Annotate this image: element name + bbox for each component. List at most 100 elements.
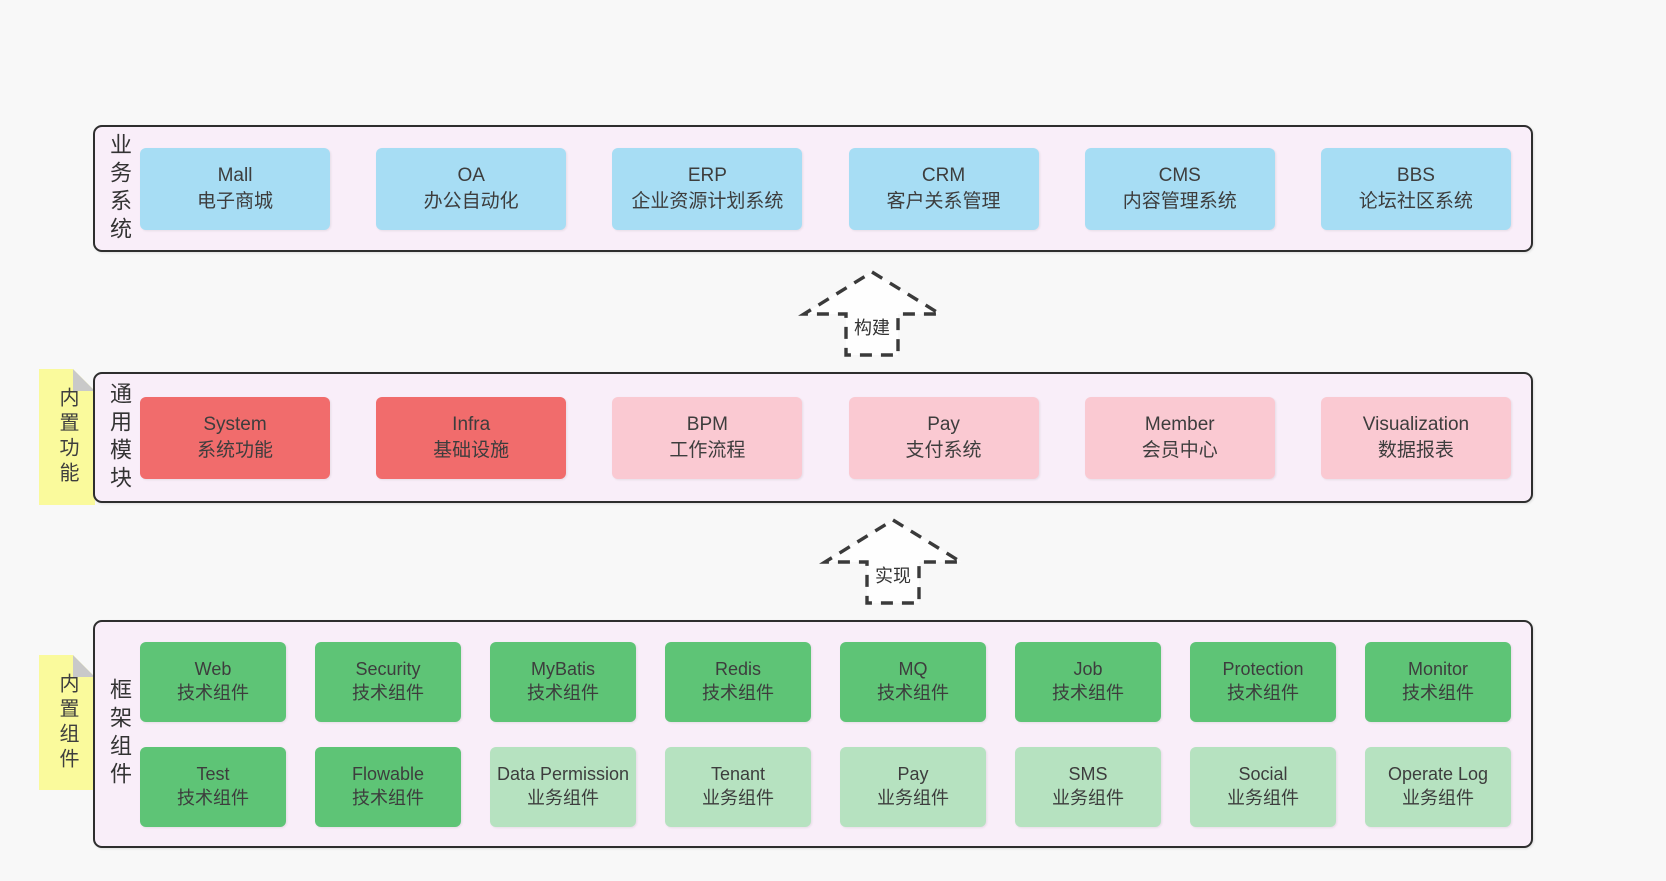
box-title: CRM [921, 164, 966, 186]
box-title: BPM [686, 413, 728, 435]
arrow-up-icon [798, 270, 946, 357]
box-data-permission: Data Permission 业务组件 [490, 746, 636, 827]
box-title: Data Permission [496, 764, 630, 785]
box-title: System [203, 413, 267, 435]
box-bbs: BBS 论坛社区系统 [1320, 147, 1511, 230]
box-web: Web 技术组件 [140, 641, 286, 722]
box-title: Member [1144, 413, 1215, 435]
box-subtitle: 技术组件 [1402, 682, 1474, 703]
box-subtitle: 业务组件 [1052, 787, 1124, 808]
folded-corner-icon [73, 369, 95, 391]
box-subtitle: 电子商城 [196, 190, 273, 212]
box-cms: CMS 内容管理系统 [1084, 147, 1275, 230]
box-subtitle: 基础设施 [433, 439, 510, 461]
arrow-label: 实现 [875, 566, 911, 586]
arrow-label: 构建 [854, 318, 890, 338]
box-oa: OA 办公自动化 [376, 147, 567, 230]
box-flowable: Flowable 技术组件 [315, 746, 461, 827]
box-subtitle: 客户关系管理 [886, 190, 1001, 212]
box-title: Test [196, 764, 230, 785]
box-subtitle: 系统功能 [196, 439, 273, 461]
box-subtitle: 业务组件 [877, 787, 949, 808]
box-subtitle: 技术组件 [352, 787, 424, 808]
box-sms: SMS 业务组件 [1015, 746, 1161, 827]
box-title: Pay [927, 413, 960, 435]
box-test: Test 技术组件 [140, 746, 286, 827]
tab-label: 内置组件 [56, 672, 78, 773]
box-subtitle: 技术组件 [1227, 682, 1299, 703]
box-title: Web [194, 659, 232, 680]
component-rows: Web 技术组件 Security 技术组件 MyBatis 技术组件 Redi… [130, 641, 1531, 827]
box-subtitle: 内容管理系统 [1122, 190, 1237, 212]
arrow-up-icon [819, 518, 967, 605]
box-subtitle: 业务组件 [702, 787, 774, 808]
box-job: Job 技术组件 [1015, 641, 1161, 722]
box-infra: Infra 基础设施 [376, 396, 567, 479]
box-title: Operate Log [1387, 764, 1489, 785]
box-title: MyBatis [530, 659, 595, 680]
box-operate-log: Operate Log 业务组件 [1365, 746, 1511, 827]
tab-label: 内置功能 [56, 387, 78, 487]
box-security: Security 技术组件 [315, 641, 461, 722]
box-erp: ERP 企业资源计划系统 [612, 147, 803, 230]
box-title: Flowable [351, 764, 425, 785]
box-system: System 系统功能 [140, 396, 330, 479]
box-title: BBS [1396, 164, 1435, 186]
box-subtitle: 会员中心 [1141, 439, 1218, 461]
band-label: 通用模块 [107, 381, 132, 494]
box-title: Pay [897, 764, 929, 785]
box-subtitle: 论坛社区系统 [1358, 190, 1473, 212]
box-tenant: Tenant 业务组件 [665, 746, 811, 827]
box-subtitle: 业务组件 [1227, 787, 1299, 808]
box-title: SMS [1068, 764, 1108, 785]
sticky-tab-builtin-components: 内置组件 [39, 655, 95, 790]
module-boxes-row: System 系统功能 Infra 基础设施 BPM 工作流程 Pay 支付系统… [130, 396, 1531, 479]
box-member: Member 会员中心 [1084, 396, 1275, 479]
box-subtitle: 工作流程 [669, 439, 746, 461]
box-subtitle: 数据报表 [1377, 439, 1454, 461]
box-title: Security [355, 659, 421, 680]
folded-corner-icon [73, 655, 95, 677]
box-social: Social 业务组件 [1190, 746, 1336, 827]
box-subtitle: 技术组件 [702, 682, 774, 703]
box-title: Redis [714, 659, 762, 680]
box-title: ERP [687, 164, 727, 186]
arrow-implement: 实现 [819, 518, 967, 605]
box-subtitle: 办公自动化 [423, 190, 519, 212]
box-title: Social [1238, 764, 1288, 785]
box-subtitle: 业务组件 [527, 787, 599, 808]
box-pay-biz: Pay 业务组件 [840, 746, 986, 827]
box-bpm: BPM 工作流程 [612, 396, 803, 479]
box-title: CMS [1158, 164, 1201, 186]
component-boxes-row-1: Web 技术组件 Security 技术组件 MyBatis 技术组件 Redi… [140, 641, 1511, 722]
band-framework-components: 框架组件 Web 技术组件 Security 技术组件 MyBatis 技术组件… [93, 620, 1533, 848]
box-subtitle: 企业资源计划系统 [631, 190, 784, 212]
business-boxes-row: Mall 电子商城 OA 办公自动化 ERP 企业资源计划系统 CRM 客户关系… [130, 147, 1531, 230]
box-title: Infra [452, 413, 491, 435]
box-protection: Protection 技术组件 [1190, 641, 1336, 722]
box-redis: Redis 技术组件 [665, 641, 811, 722]
box-subtitle: 技术组件 [527, 682, 599, 703]
box-title: Tenant [710, 764, 766, 785]
box-monitor: Monitor 技术组件 [1365, 641, 1511, 722]
box-subtitle: 技术组件 [177, 682, 249, 703]
band-common-modules: 通用模块 System 系统功能 Infra 基础设施 BPM 工作流程 Pay… [93, 372, 1533, 503]
box-subtitle: 技术组件 [1052, 682, 1124, 703]
box-title: Mall [217, 164, 253, 186]
component-boxes-row-2: Test 技术组件 Flowable 技术组件 Data Permission … [140, 746, 1511, 827]
band-label: 框架组件 [107, 678, 132, 790]
box-pay: Pay 支付系统 [848, 396, 1039, 479]
box-subtitle: 支付系统 [905, 439, 982, 461]
box-subtitle: 技术组件 [352, 682, 424, 703]
box-subtitle: 技术组件 [877, 682, 949, 703]
box-title: OA [457, 164, 485, 186]
sticky-tab-builtin-features: 内置功能 [39, 369, 95, 505]
band-label: 业务系统 [107, 132, 132, 245]
box-crm: CRM 客户关系管理 [848, 147, 1039, 230]
box-mq: MQ 技术组件 [840, 641, 986, 722]
box-subtitle: 技术组件 [177, 787, 249, 808]
box-title: MQ [898, 659, 928, 680]
box-title: Protection [1222, 659, 1304, 680]
box-title: Monitor [1407, 659, 1469, 680]
box-title: Job [1073, 659, 1103, 680]
